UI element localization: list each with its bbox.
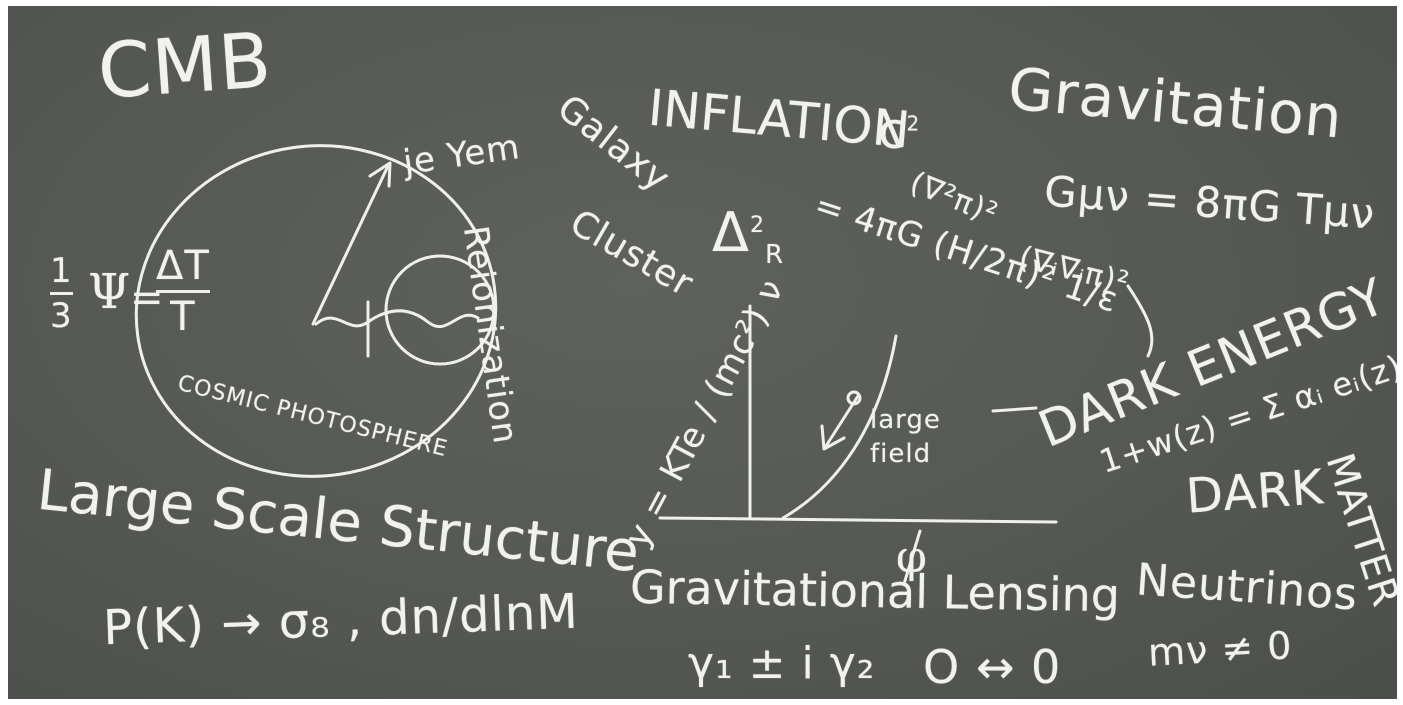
sw-lhs-numerator: 1 bbox=[50, 251, 73, 291]
dark-energy-dash bbox=[993, 408, 1036, 411]
radius-arrow bbox=[313, 166, 388, 324]
wiggle-line bbox=[316, 311, 478, 327]
large-field-label: large field bbox=[870, 404, 950, 472]
delta-sup: 2 bbox=[750, 213, 765, 238]
power-spectrum-delta: Δ2R bbox=[712, 206, 784, 268]
sw-psi: Ψ bbox=[88, 268, 131, 316]
neutrino-mass-equation: mν ≠ 0 bbox=[1147, 626, 1293, 672]
c-squared: c2 bbox=[878, 106, 920, 156]
cmb-heading: CMB bbox=[96, 22, 275, 110]
sw-lhs-denominator: 3 bbox=[50, 296, 73, 336]
dark-label: DARK bbox=[1184, 463, 1325, 520]
c-sup: 2 bbox=[907, 111, 921, 135]
grav-lensing-heading: Gravitational Lensing bbox=[630, 564, 1121, 619]
delta-sub: R bbox=[765, 240, 784, 270]
delta-symbol: Δ bbox=[712, 201, 750, 264]
c-letter: c bbox=[878, 102, 907, 160]
sw-lhs-fraction: 1 3 bbox=[50, 254, 73, 333]
bracket-curve bbox=[1128, 286, 1152, 356]
sw-rhs-fraction: ΔT T bbox=[156, 246, 210, 337]
chalkboard: CMB je Yem 1 3 Ψ = ΔT T COSMIC PHOTOSPHE… bbox=[8, 6, 1397, 699]
lensing-shapes: O ↔ 0 bbox=[923, 644, 1061, 690]
sw-rhs-numerator: ΔT bbox=[156, 243, 210, 289]
fraction-bar bbox=[50, 292, 73, 295]
sw-rhs-denominator: T bbox=[170, 294, 195, 340]
fraction-bar bbox=[156, 290, 210, 293]
lensing-shear-equation: γ₁ ± i γ₂ bbox=[688, 642, 875, 686]
inflation-x-axis bbox=[660, 518, 1056, 522]
